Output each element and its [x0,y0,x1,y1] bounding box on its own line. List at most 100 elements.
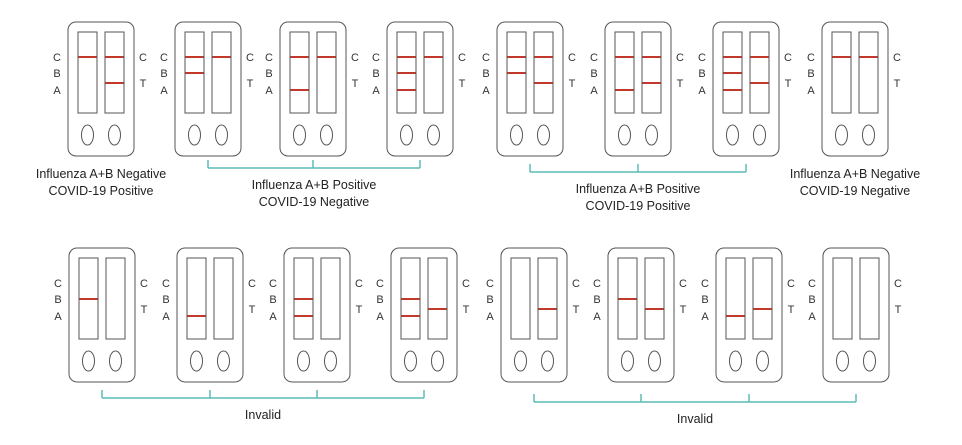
line-label-b: B [808,294,815,306]
line-label-c: C [139,52,147,64]
covid-window [105,257,126,340]
line-label-t: T [249,304,256,316]
line-label-c: C [894,278,902,290]
sample-well [400,124,413,146]
line-label-a: A [482,85,490,97]
line-label-a: A [53,85,61,97]
line-label-b: B [269,294,276,306]
covid-window [211,31,232,114]
line-label-t: T [352,78,359,90]
group-caption: Influenza A+B Negative [36,167,166,181]
group-caption: COVID-19 Negative [800,184,911,198]
covid-window [749,31,770,114]
sample-well [541,350,554,372]
covid-window [641,31,662,114]
line-label-b: B [160,68,167,80]
line-label-c: C [787,278,795,290]
line-label-t: T [895,304,902,316]
line-label-t: T [677,78,684,90]
line-label-a: A [372,85,380,97]
sample-well [324,350,337,372]
line-label-a: A [808,311,816,323]
line-label-t: T [140,78,147,90]
line-label-t: T [247,78,254,90]
sample-well [297,350,310,372]
sample-well [863,350,876,372]
line-label-b: B [376,294,383,306]
line-label-c: C [893,52,901,64]
line-label-a: A [807,85,815,97]
flu-window [289,31,310,114]
line-label-b: B [590,68,597,80]
line-label-c: C [140,278,148,290]
covid-window [213,257,234,340]
sample-well [293,124,306,146]
group-caption: Influenza A+B Positive [252,178,377,192]
line-label-a: A [701,311,709,323]
sample-well [404,350,417,372]
line-label-c: C [593,278,601,290]
line-label-b: B [701,294,708,306]
line-label-a: A [160,85,168,97]
line-label-c: C [248,278,256,290]
sample-well [756,350,769,372]
line-label-c: C [568,52,576,64]
line-label-a: A [269,311,277,323]
group-caption: COVID-19 Positive [586,199,691,213]
line-label-c: C [698,52,706,64]
sample-well [726,124,739,146]
line-label-a: A [593,311,601,323]
flu-window [832,257,853,340]
covid-window [858,31,879,114]
covid-window [104,31,125,114]
line-label-b: B [265,68,272,80]
sample-well [217,350,230,372]
sample-well [648,350,661,372]
sample-well [621,350,634,372]
line-label-c: C [679,278,687,290]
sample-well [82,350,95,372]
covid-window [423,31,444,114]
group-caption: COVID-19 Negative [259,195,370,209]
result-row: CBACTCBACTCBACTCBACTCBACTCBACTCBACTCBACT… [54,247,902,426]
sample-well [645,124,658,146]
line-label-c: C [590,52,598,64]
sample-well [618,124,631,146]
line-label-b: B [372,68,379,80]
line-label-t: T [356,304,363,316]
covid-window [316,31,337,114]
line-label-b: B [162,294,169,306]
line-label-c: C [376,278,384,290]
line-label-c: C [53,52,61,64]
line-label-b: B [593,294,600,306]
sample-well [320,124,333,146]
sample-well [81,124,94,146]
line-label-c: C [458,52,466,64]
group-caption: COVID-19 Positive [49,184,154,198]
result-row: CBACTCBACTCBACTCBACTCBACTCBACTCBACTCBACT… [36,21,920,213]
line-label-c: C [808,278,816,290]
line-label-a: A [486,311,494,323]
line-label-c: C [351,52,359,64]
line-label-a: A [590,85,598,97]
covid-window [859,257,880,340]
line-label-t: T [459,78,466,90]
covid-window [644,257,665,340]
flu-window [186,257,207,340]
line-label-t: T [463,304,470,316]
